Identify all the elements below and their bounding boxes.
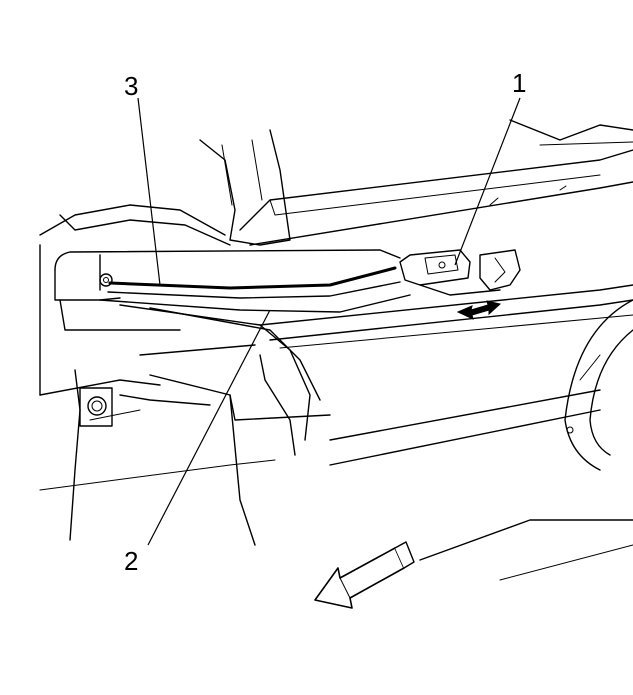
actuator-bracket	[399, 249, 521, 296]
callout-3: 3	[124, 71, 138, 101]
body-structure	[39, 204, 276, 541]
leader-line-1	[454, 97, 521, 266]
roof-panel	[239, 119, 633, 246]
sunroof-frame-rail	[54, 249, 411, 331]
forward-arrow	[314, 541, 415, 609]
body-grommet	[79, 387, 113, 427]
slide-direction-arrow	[456, 300, 502, 320]
leader-lines	[137, 97, 521, 546]
lower-panels	[89, 344, 601, 546]
wheel-housing	[419, 299, 633, 581]
callout-1: 1	[512, 68, 526, 98]
drain-hose	[119, 284, 633, 441]
leader-line-2	[147, 309, 271, 546]
leader-line-3	[137, 97, 161, 286]
callout-2: 2	[124, 546, 138, 576]
pillar-trim	[199, 129, 291, 246]
